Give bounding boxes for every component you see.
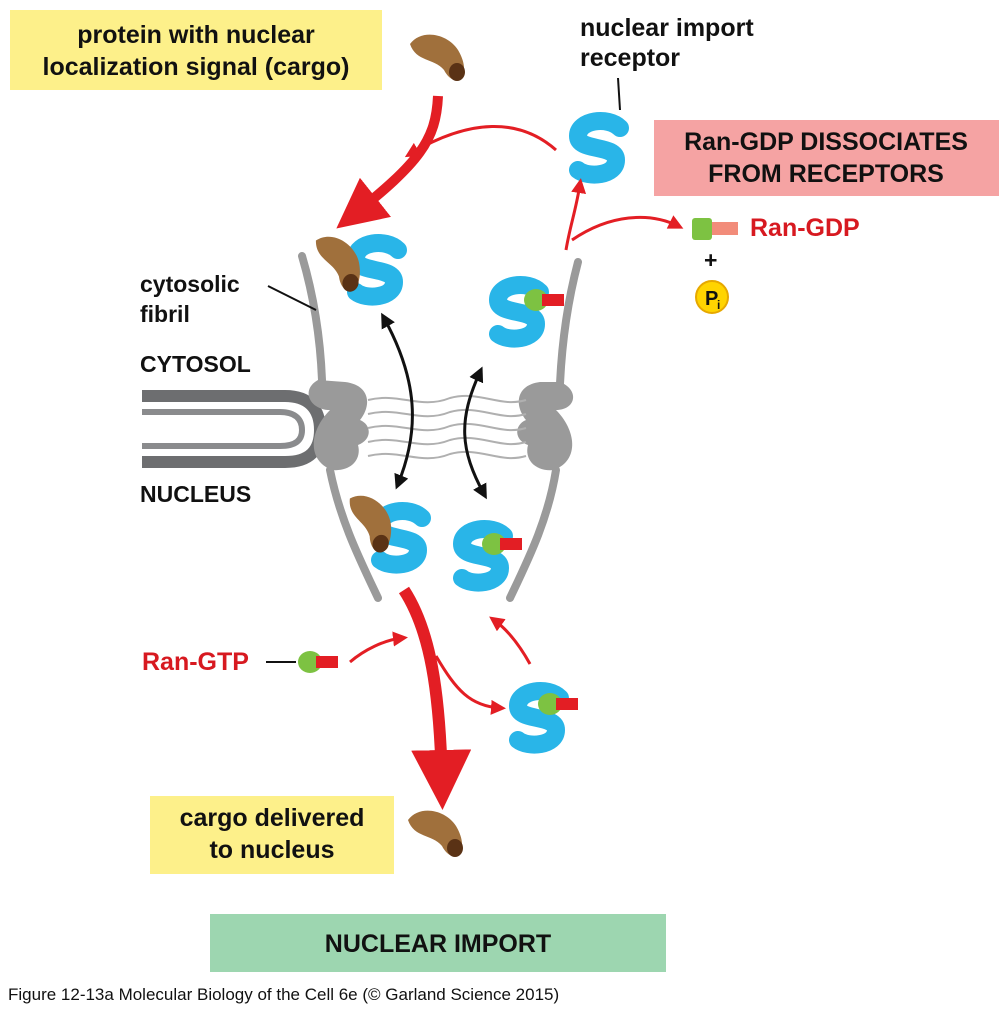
delivered-label-line1: cargo delivered [180,804,365,832]
receptor-recycle-arrow [404,125,557,158]
ran-gtp-label: Ran-GTP [142,648,249,676]
cytosol-label: CYTOSOL [140,351,251,377]
phosphate-label: P [705,288,718,310]
cargo-label-box: protein with nuclear localization signal… [10,10,382,90]
dissociation-label-box: Ran-GDP DISSOCIATES FROM RECEPTORS [654,120,999,196]
cytosolic-fibril-label-line1: cytosolic [140,271,240,297]
nuclear-envelope-outer [142,390,327,468]
ran-gdp-label: Ran-GDP [750,214,860,242]
nuclear-import-title-box: NUCLEAR IMPORT [210,914,666,972]
cargo-protein-delivered [408,810,463,857]
ran-gdp-release-arrow [571,215,684,242]
fibril-leader-line [267,285,317,311]
ran-gtp-binding-arrow [349,631,408,664]
receptor-rangtp-complex-cytosol [498,285,564,339]
cargo-protein-top [410,34,465,81]
free-import-receptor [578,121,620,175]
figure-caption: Figure 12-13a Molecular Biology of the C… [8,985,559,1004]
nucleus-label: NUCLEUS [140,481,251,507]
ran-gtp-to-receptor-arrow [434,655,506,715]
dissociation-label-line2: FROM RECEPTORS [708,160,944,188]
ran-gtp-icon [298,651,338,673]
cargo-receptor-complex-cytosol [303,231,398,297]
receptor-export-arrow [489,616,532,665]
pore-transit-arrow-left [381,312,414,490]
phosphate-icon: P i [695,280,729,314]
nuclear-import-title: NUCLEAR IMPORT [325,930,551,958]
nuclear-envelope-inner [142,409,306,449]
cytosolic-fibril-label-line2: fibril [140,301,190,327]
ran-gdp-icon [692,218,738,240]
receptor-rangtp-complex-nucleus [462,529,522,583]
cargo-delivery-arrow [398,586,472,810]
receptor-label-line1: nuclear import [580,14,754,42]
receptor-leader-line [617,77,621,111]
receptor-label-line2: receptor [580,44,680,72]
pore-transit-arrow-right [463,366,487,500]
cargo-entry-arrow [336,95,443,229]
receptor-rangtp-complex-lower [518,691,578,745]
cargo-label-line2: localization signal (cargo) [43,53,350,81]
plus-sign: + [704,247,717,273]
nuclear-pore-complex [298,252,582,602]
receptor-release-arrow [564,178,587,251]
dissociation-label-line1: Ran-GDP DISSOCIATES [684,128,968,156]
delivered-label-line2: to nucleus [209,836,334,864]
delivered-label-box: cargo delivered to nucleus [150,796,394,874]
cargo-label-line1: protein with nuclear [77,21,315,49]
phosphate-subscript: i [717,298,720,312]
